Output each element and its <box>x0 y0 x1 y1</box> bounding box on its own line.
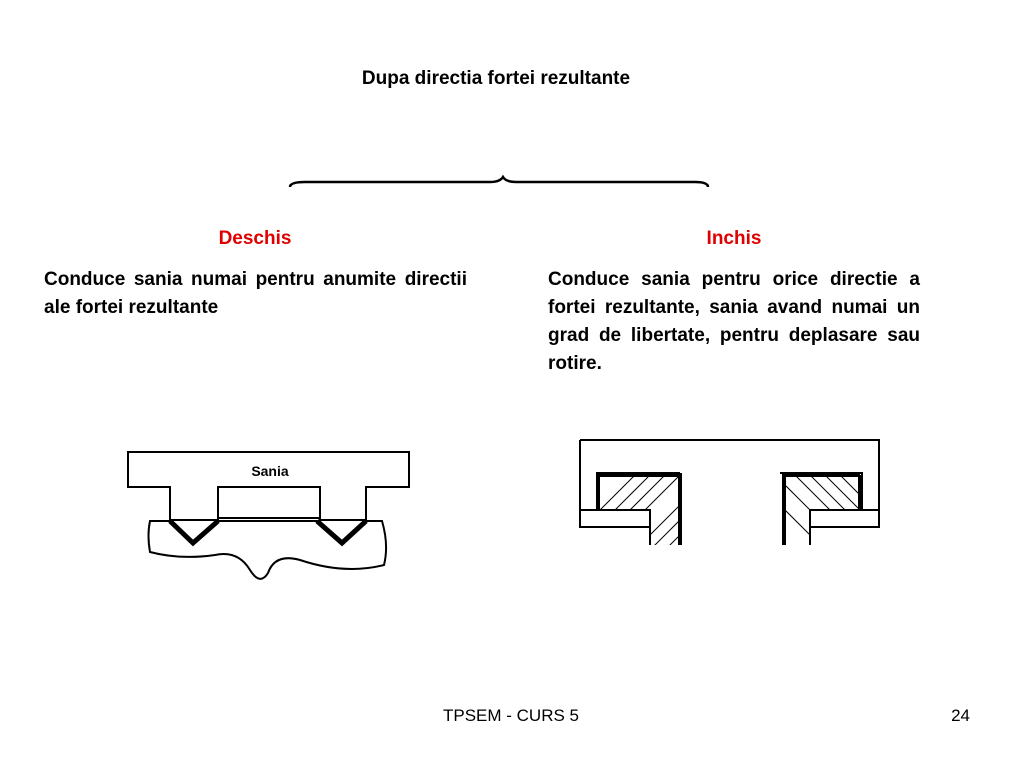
deschis-description: Conduce sania numai pentru anumite direc… <box>44 269 467 318</box>
slide-body <box>127 451 410 521</box>
footer-course: TPSEM - CURS 5 <box>442 706 580 725</box>
slide-title: Dupa directia fortei rezultante <box>361 68 631 89</box>
left-v-guide <box>168 519 220 547</box>
right-guide-block <box>782 473 862 545</box>
deschis-heading: Deschis <box>218 228 292 249</box>
inchis-heading: Inchis <box>706 228 762 249</box>
guide-base <box>147 520 388 580</box>
right-v-guide <box>315 519 368 547</box>
closed-slide-body <box>579 439 880 545</box>
sania-label: Sania <box>251 463 289 479</box>
curly-brace <box>288 174 710 188</box>
page-number: 24 <box>951 706 970 725</box>
inchis-description: Conduce sania pentru orice directie a fo… <box>548 269 920 374</box>
